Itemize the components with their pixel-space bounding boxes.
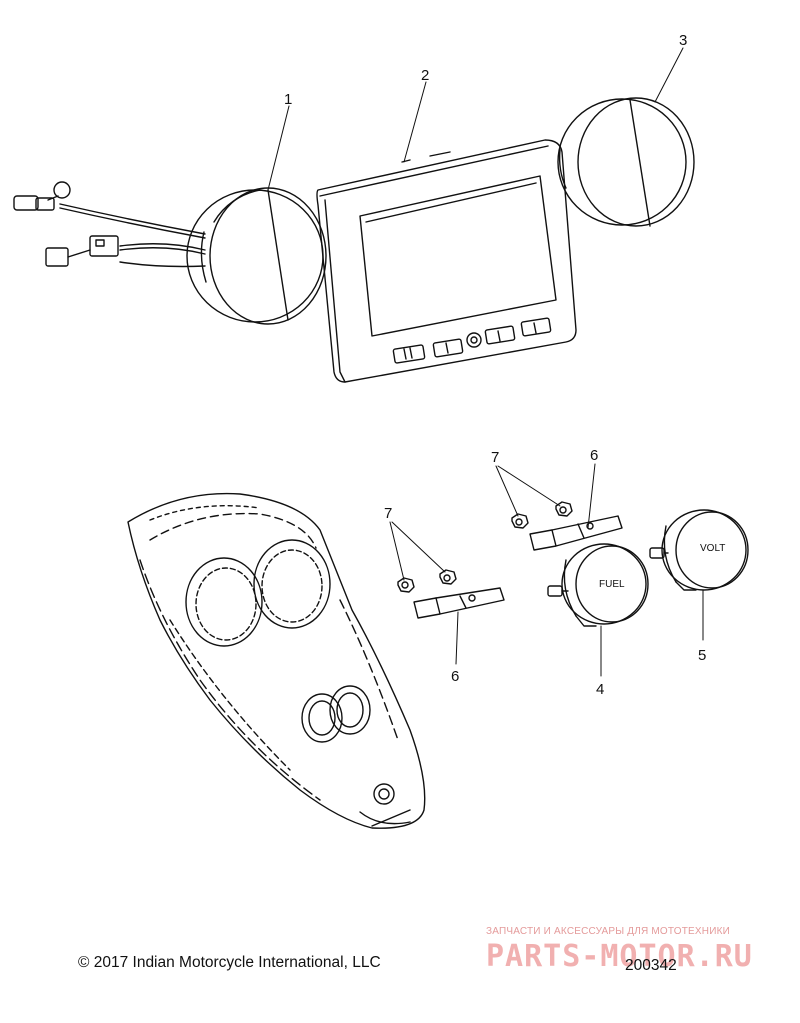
part-5-volt-gauge (649, 509, 749, 591)
callout-7-right: 7 (491, 449, 499, 466)
leader-lines (267, 47, 704, 677)
watermark-brand: PARTS-MOTOR.RU (486, 939, 753, 974)
callout-6-left: 6 (451, 668, 459, 685)
dash-housing (127, 492, 426, 829)
callout-3: 3 (679, 32, 687, 49)
callout-7-left: 7 (384, 505, 392, 522)
part-1-left-lens (13, 181, 327, 325)
callout-6-right: 6 (590, 447, 598, 464)
drawing-number: 200342 (625, 957, 677, 974)
fuel-gauge-label: FUEL (599, 579, 625, 590)
watermark: ЗАПЧАСТИ И АКСЕССУАРЫ ДЛЯ МОТОТЕХНИКИ PA… (486, 926, 796, 974)
callout-2: 2 (421, 67, 429, 84)
callout-1: 1 (284, 91, 292, 108)
part-6-bracket-left (413, 587, 505, 619)
part-7-nuts-right (511, 501, 573, 529)
volt-gauge-label: VOLT (700, 543, 725, 554)
callout-5: 5 (698, 647, 706, 664)
part-7-nuts-left (397, 569, 457, 593)
part-3-right-lens (557, 97, 695, 227)
part-2-display (316, 139, 577, 383)
part-4-fuel-gauge (547, 543, 649, 627)
display-buttons (392, 317, 552, 364)
copyright-text: © 2017 Indian Motorcycle International, … (78, 954, 381, 971)
callout-4: 4 (596, 681, 604, 698)
part-6-bracket-right (529, 515, 623, 551)
watermark-tagline: ЗАПЧАСТИ И АКСЕССУАРЫ ДЛЯ МОТОТЕХНИКИ (486, 926, 731, 937)
